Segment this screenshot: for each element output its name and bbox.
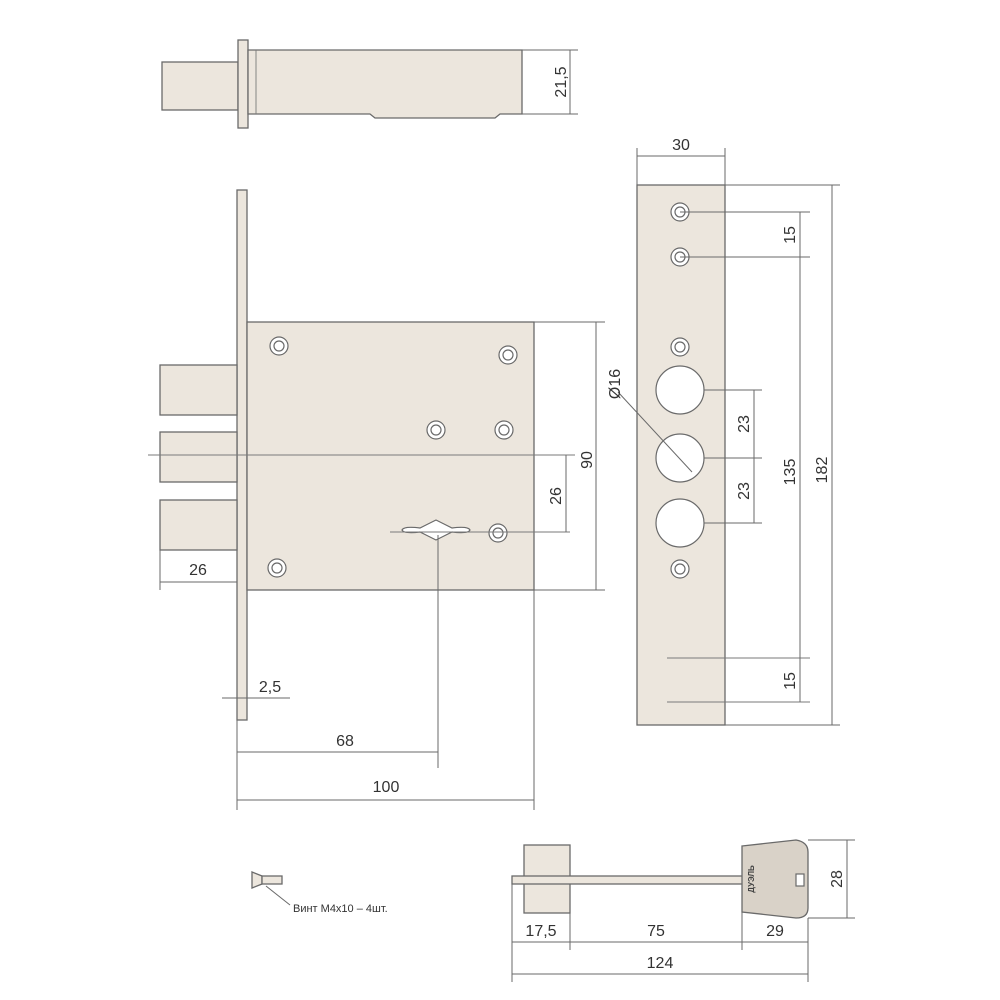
fixing-span-label: 135 xyxy=(782,459,799,486)
screw-leader xyxy=(265,885,291,906)
screw-shank xyxy=(261,875,283,885)
case-height-label: 90 xyxy=(579,451,596,469)
case-screw-hole xyxy=(269,336,289,356)
key-head-label: 29 xyxy=(766,923,784,940)
case-screw-hole xyxy=(488,523,508,543)
faceplate-screw-hole xyxy=(670,559,690,579)
bolt-pitch-upper-label: 23 xyxy=(736,415,753,433)
key-shank xyxy=(511,875,761,885)
top-view: 21,5 xyxy=(161,39,578,129)
keyhole-offset-label: 26 xyxy=(548,487,565,505)
bolt-height-label: 21,5 xyxy=(553,66,570,97)
side-view: 30 15 Ø16 23 23 135 15 182 xyxy=(607,137,840,726)
bolt-throw-label: 26 xyxy=(189,562,207,579)
bottom-spacing-label: 15 xyxy=(782,672,799,690)
case-depth-label: 100 xyxy=(373,779,400,796)
key-brand: ДУЭЛЬ xyxy=(747,865,756,893)
top-view-case xyxy=(247,49,523,119)
bolt-upper xyxy=(159,364,238,416)
key-head xyxy=(741,839,809,919)
plate-thickness-label: 2,5 xyxy=(259,679,281,696)
case-screw-hole xyxy=(267,558,287,578)
screw-note: Винт М4х10 – 4шт. xyxy=(293,903,388,915)
diameter-leader xyxy=(617,391,693,473)
lock-case xyxy=(246,321,535,591)
plate-length-label: 182 xyxy=(814,457,831,484)
bolt-hole-upper xyxy=(655,365,705,415)
key-shank-label: 75 xyxy=(647,923,665,940)
case-screw-hole xyxy=(498,345,518,365)
key-head-height-label: 28 xyxy=(829,870,846,888)
key-collar-label: 17,5 xyxy=(525,923,556,940)
top-spacing-label: 15 xyxy=(782,226,799,244)
top-view-bolt xyxy=(161,61,239,111)
front-view: 90 26 26 2,5 68 100 xyxy=(148,189,605,810)
key-length-label: 124 xyxy=(647,955,674,972)
plate-width-label: 30 xyxy=(672,137,690,154)
bolt-middle xyxy=(159,431,238,483)
case-screw-hole xyxy=(426,420,446,440)
key-view: ДУЭЛЬ 28 17,5 75 29 124 xyxy=(511,839,855,982)
screw-detail: Винт М4х10 – 4шт. xyxy=(251,871,388,915)
bolt-hole-lower xyxy=(655,498,705,548)
bolt-pitch-lower-label: 23 xyxy=(736,482,753,500)
case-screw-hole xyxy=(494,420,514,440)
backset-label: 68 xyxy=(336,733,354,750)
top-view-faceplate xyxy=(237,39,249,129)
bolt-lower xyxy=(159,499,238,551)
faceplate-screw-hole xyxy=(670,337,690,357)
screw-icon xyxy=(251,871,263,889)
key-head-slot xyxy=(795,873,805,887)
hole-diameter-label: Ø16 xyxy=(607,369,624,399)
